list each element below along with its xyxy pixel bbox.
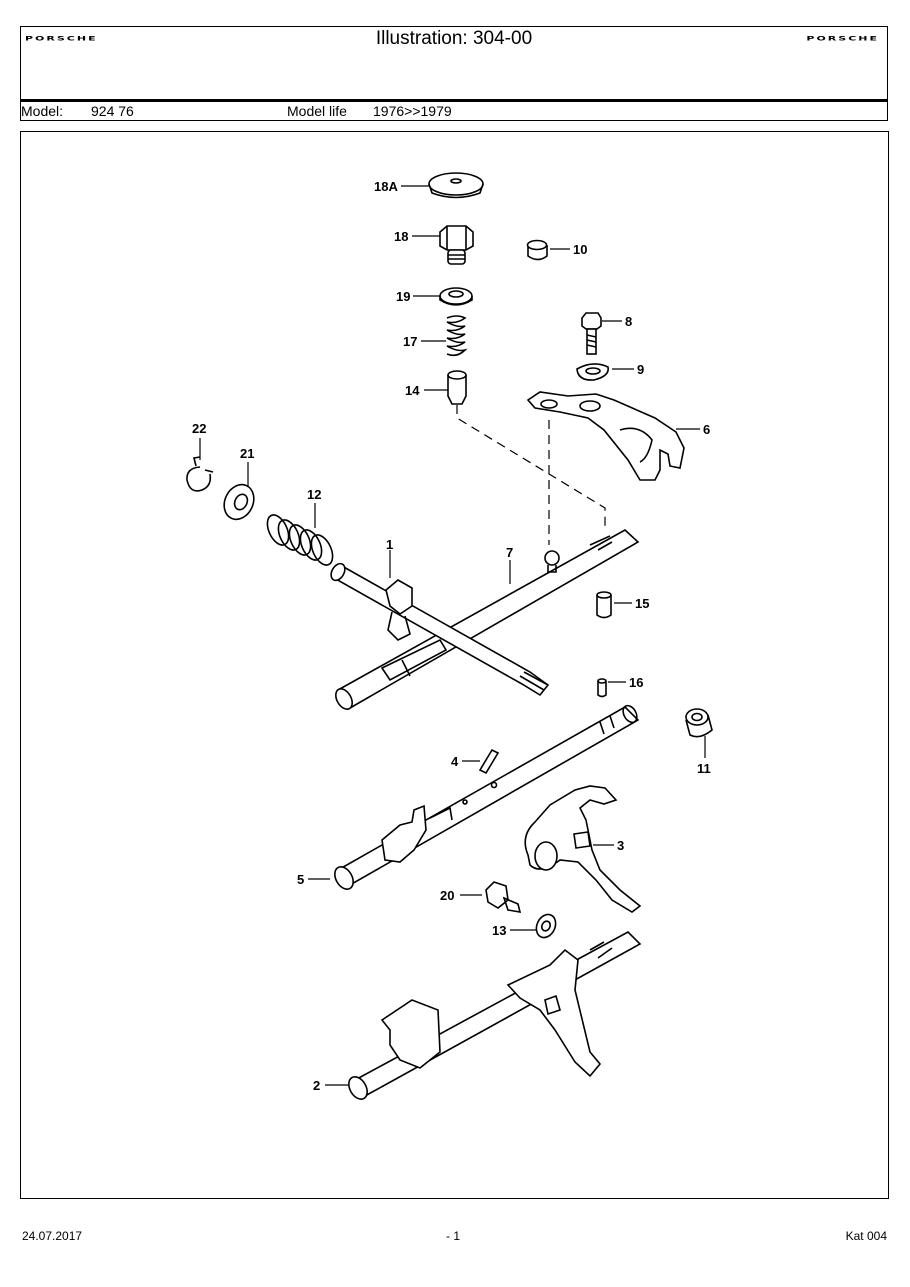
callout-8: 8	[625, 314, 632, 329]
part-3-shift-fork	[524, 785, 642, 913]
callout-18a: 18A	[374, 179, 398, 194]
callout-20: 20	[440, 888, 454, 903]
part-10-cap	[526, 239, 548, 261]
part-15-pin	[596, 591, 612, 619]
callout-11: 11	[697, 761, 711, 776]
illustration-frame	[20, 131, 889, 1199]
part-19-seal	[439, 287, 473, 306]
callout-1: 1	[386, 537, 393, 552]
callout-22: 22	[192, 421, 206, 436]
part-16-pin	[597, 678, 607, 698]
callout-15: 15	[635, 596, 649, 611]
part-18-plug	[439, 225, 474, 265]
part-20-screw	[485, 881, 522, 913]
model-row: Model: 924 76 Model life 1976>>1979	[21, 99, 887, 124]
callout-3: 3	[617, 838, 624, 853]
footer-page-number: - 1	[446, 1229, 461, 1243]
part-11-bushing	[685, 708, 713, 738]
part-8-bolt	[581, 312, 602, 355]
alignment-lines	[456, 405, 606, 545]
part-5-shift-rod	[334, 704, 640, 890]
callout-18: 18	[394, 229, 408, 244]
callout-14: 14	[405, 383, 420, 398]
part-17-spring	[446, 315, 468, 357]
model-life-label: Model life	[287, 103, 347, 119]
callout-12: 12	[307, 487, 321, 502]
callout-16: 16	[629, 675, 643, 690]
part-2-shift-rod	[348, 931, 642, 1100]
callout-5: 5	[297, 872, 304, 887]
illustration-title: Illustration: 304-00	[375, 28, 533, 49]
part-13-nut	[535, 913, 557, 939]
callout-13: 13	[492, 923, 506, 938]
callout-2: 2	[313, 1078, 320, 1093]
model-value: 924 76	[91, 103, 134, 119]
callout-21: 21	[240, 446, 254, 461]
callout-4: 4	[451, 754, 459, 769]
header-box: PORSCHE Illustration: 304-00 PORSCHE Mod…	[20, 26, 888, 121]
part-6-shift-lever	[526, 391, 685, 481]
brand-logo-right: PORSCHE	[806, 35, 879, 43]
part-14-plunger	[447, 370, 467, 405]
callout-6: 6	[703, 422, 710, 437]
callout-17: 17	[403, 334, 417, 349]
footer-date: 24.07.2017	[22, 1229, 83, 1243]
callout-7: 7	[506, 545, 513, 560]
part-21-washer	[223, 483, 255, 521]
callout-19: 19	[396, 289, 410, 304]
part-12-spring	[266, 514, 334, 566]
model-label: Model:	[21, 103, 64, 119]
part-1-shift-shaft	[330, 562, 550, 697]
callout-9: 9	[637, 362, 644, 377]
brand-logo-left: PORSCHE	[25, 35, 98, 43]
part-9-lock-plate	[576, 363, 610, 381]
leader-lines	[199, 185, 706, 1086]
callout-labels: 18A 18 10 19 8 17 9 14 6 22 21 12 1 7 15…	[192, 179, 711, 1093]
part-4-pin	[478, 748, 500, 775]
model-life-value: 1976>>1979	[373, 103, 452, 119]
part-7-shift-rail	[335, 529, 640, 710]
part-22-circlip	[186, 456, 214, 492]
callout-10: 10	[573, 242, 587, 257]
part-18a-cap	[428, 172, 484, 199]
footer-catalog: Kat 004	[845, 1229, 887, 1243]
